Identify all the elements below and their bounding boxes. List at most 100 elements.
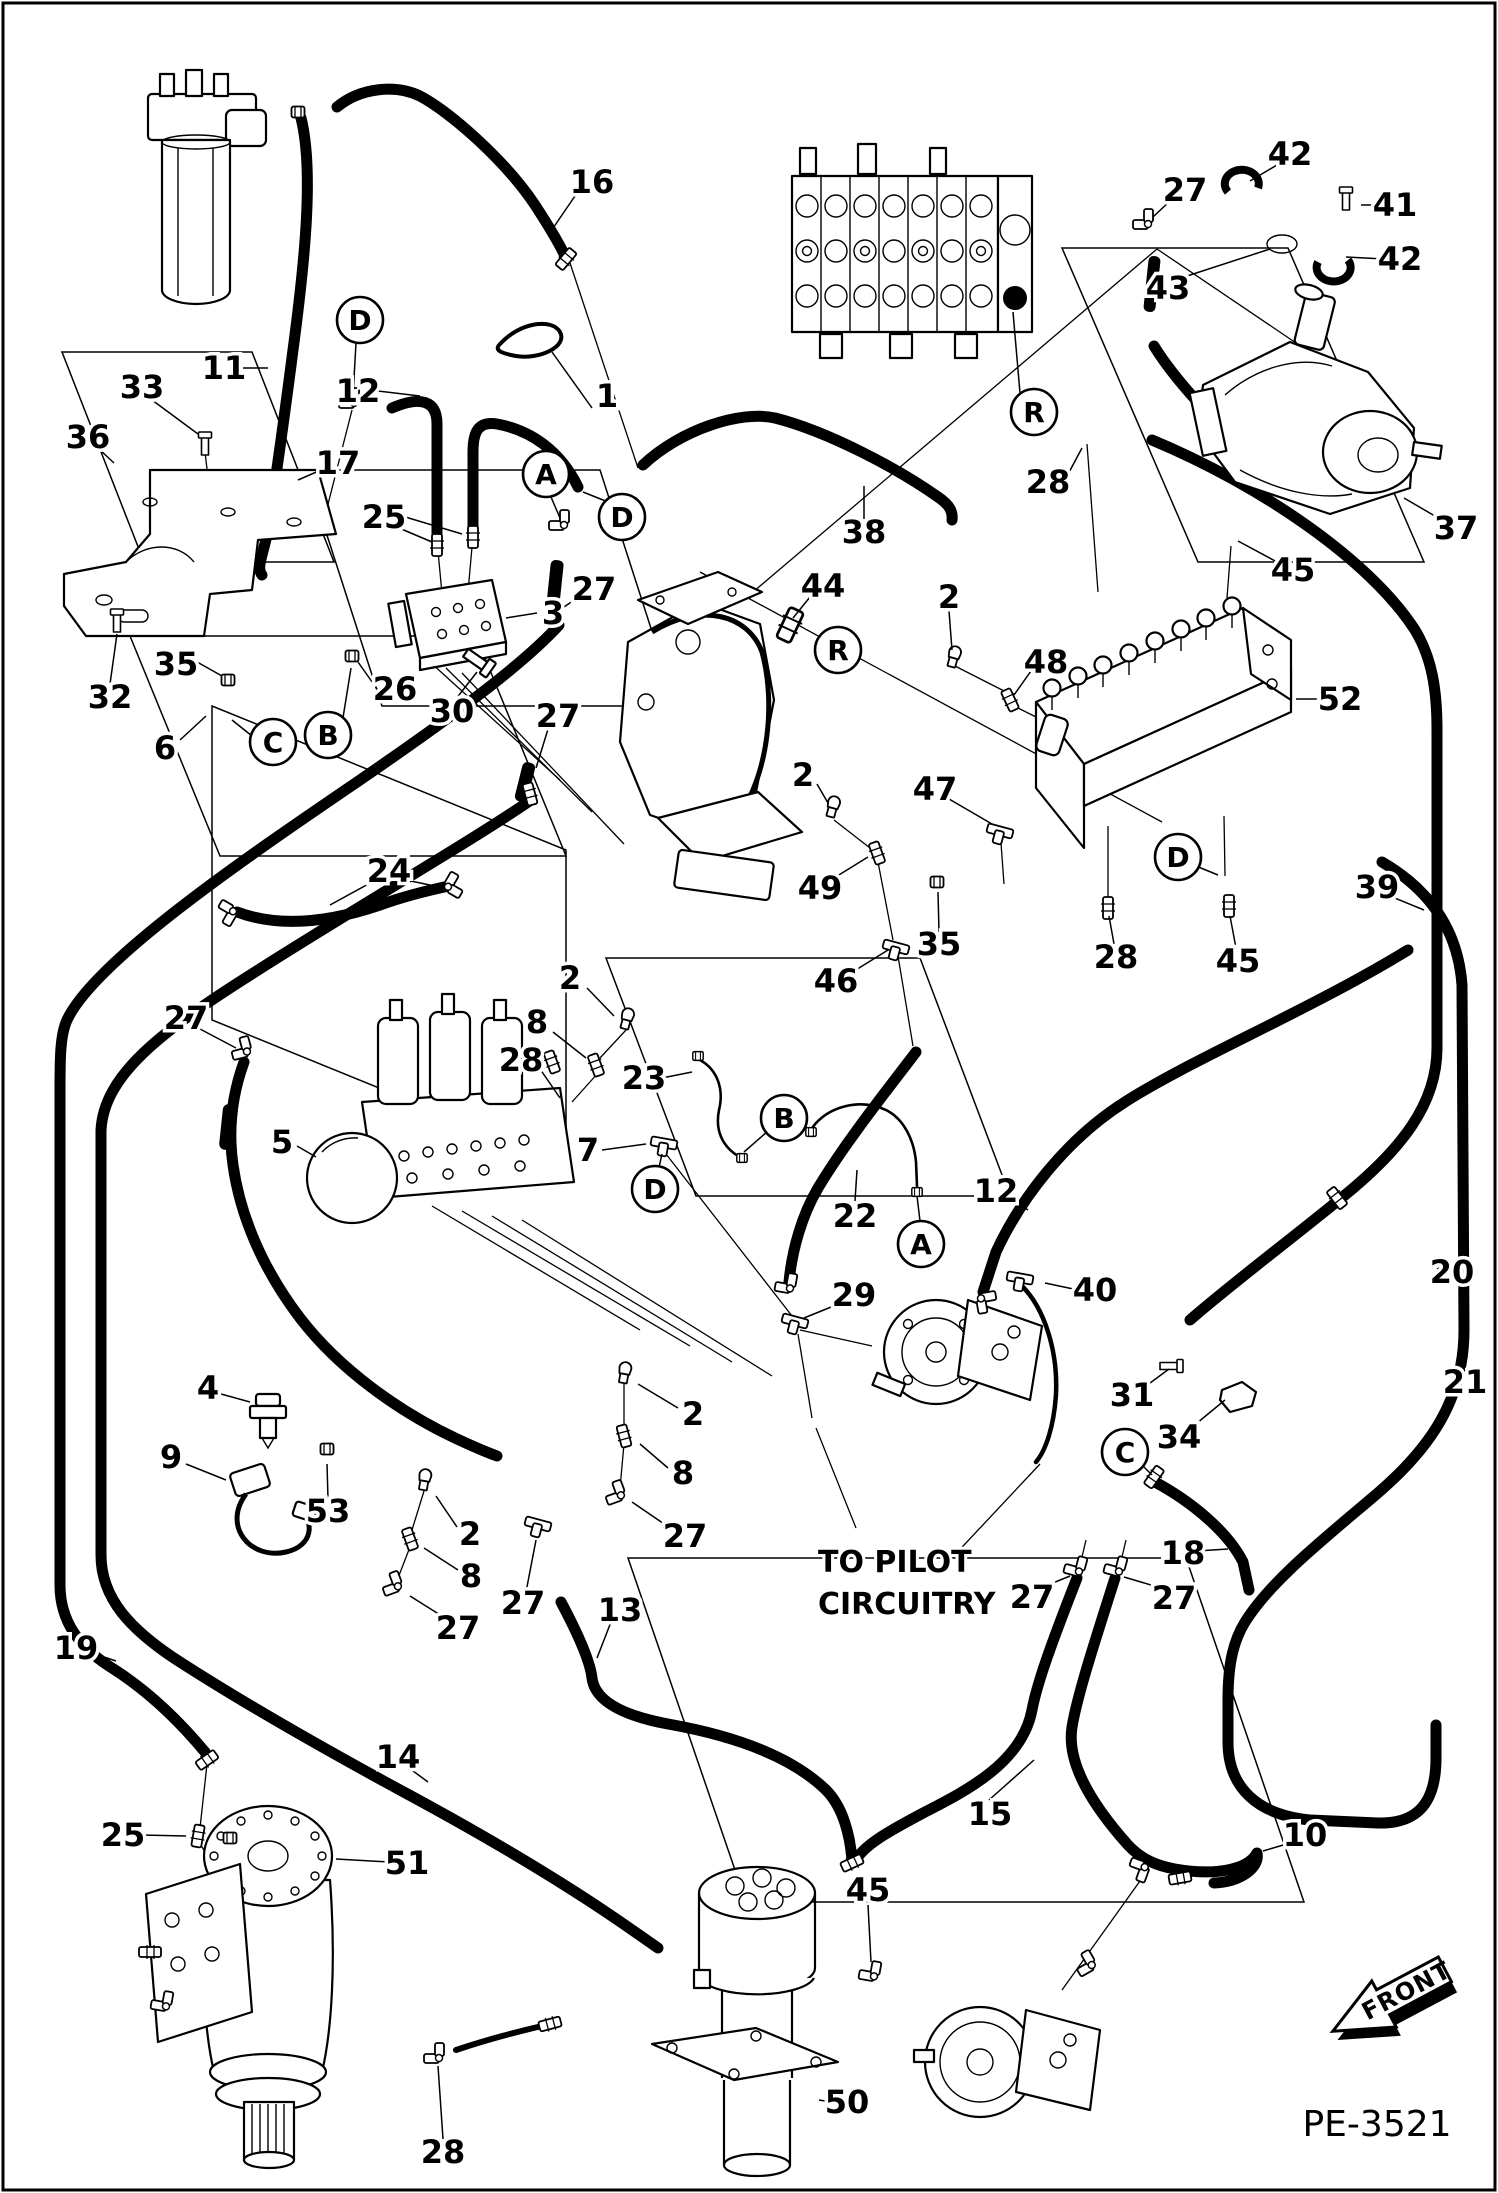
leader-line xyxy=(833,856,869,879)
pilot-line xyxy=(1226,545,1232,599)
leader-lines xyxy=(88,164,1460,2140)
leader-line xyxy=(1403,497,1441,520)
leader-line xyxy=(1145,1368,1170,1387)
leader-line xyxy=(1389,895,1425,911)
callout-42: 42 xyxy=(1378,240,1423,278)
leader-line xyxy=(335,1858,390,1863)
leader-line xyxy=(552,1031,587,1059)
callout-38: 38 xyxy=(842,513,887,551)
leader-line xyxy=(1042,1575,1071,1588)
pilot-pump xyxy=(618,570,804,902)
clamp-34 xyxy=(1218,1380,1258,1414)
fittings xyxy=(109,245,1351,2064)
leader-line xyxy=(1436,1260,1460,1270)
main-control-valve xyxy=(790,142,1034,360)
leader-line xyxy=(1152,199,1172,218)
leader-line xyxy=(437,2065,444,2140)
accumulator-sphere xyxy=(305,1131,399,1225)
pilot-line xyxy=(1061,1873,1146,1991)
letter-text: D xyxy=(643,1173,666,1206)
leader-line xyxy=(948,610,953,651)
bolt-41 xyxy=(1338,186,1354,211)
callout-22: 22 xyxy=(833,1197,878,1235)
callout-20: 20 xyxy=(1430,1253,1475,1291)
letter-callout-D: D xyxy=(630,1164,680,1214)
callout-11: 11 xyxy=(202,349,247,387)
front-arrow: FRONT xyxy=(1329,1954,1458,2041)
leader-line xyxy=(792,596,811,619)
pilot-line xyxy=(323,409,353,521)
pilot-line xyxy=(665,1153,793,1317)
letter-circle xyxy=(597,492,647,542)
leader-line xyxy=(1108,915,1115,945)
callout-2: 2 xyxy=(792,756,814,794)
callout-8: 8 xyxy=(672,1454,694,1492)
bolt-33 xyxy=(197,431,213,456)
callout-28: 28 xyxy=(421,2133,466,2171)
callout-52: 52 xyxy=(1318,680,1363,718)
o-ring-43 xyxy=(1266,234,1298,254)
bolt-31 xyxy=(1159,1358,1184,1374)
leader-line xyxy=(451,671,478,705)
hose-46-down xyxy=(783,1046,922,1288)
callout-1: 1 xyxy=(596,377,618,415)
solenoid-valve-block-5 xyxy=(305,992,576,1225)
letter-callout-D: D xyxy=(597,492,647,542)
leader-line xyxy=(220,1393,251,1403)
hose-13 xyxy=(555,1596,858,1866)
pilot-line xyxy=(950,663,1011,695)
leader-line xyxy=(1013,670,1032,696)
leader-line xyxy=(816,783,829,804)
leader-line xyxy=(398,527,433,543)
callout-3: 3 xyxy=(542,594,564,632)
tube-40 xyxy=(1019,1283,1059,1465)
pilot-manifold-3 xyxy=(387,578,508,679)
callout-27: 27 xyxy=(1163,171,1208,209)
callout-53: 53 xyxy=(306,1492,351,1530)
callout-25: 25 xyxy=(101,1816,146,1854)
tube-23 xyxy=(698,1058,740,1158)
hose-18 xyxy=(1149,1476,1255,1596)
letter-text: D xyxy=(610,501,633,534)
hoses xyxy=(54,83,1470,2053)
callout-8: 8 xyxy=(526,1003,548,1041)
callout-27: 27 xyxy=(164,999,209,1037)
leader-line xyxy=(596,1621,612,1659)
pilot-line xyxy=(752,248,1158,593)
callout-48: 48 xyxy=(1024,643,1069,681)
oil-filter xyxy=(146,68,306,306)
callout-12: 12 xyxy=(974,1172,1019,1210)
callout-25: 25 xyxy=(362,498,407,536)
callout-29: 29 xyxy=(832,1276,877,1314)
letter-callout-R: R xyxy=(813,625,863,675)
leader-line xyxy=(631,1501,671,1529)
leader-line xyxy=(179,715,207,741)
callout-26: 26 xyxy=(373,670,418,708)
leader-line xyxy=(1190,1399,1226,1429)
callout-27: 27 xyxy=(572,570,617,608)
pilot-line xyxy=(599,1029,627,1059)
leader-line xyxy=(401,515,463,535)
leader-line xyxy=(1345,256,1385,260)
hose-20-21 xyxy=(1222,856,1470,1829)
pilot-note-line1: TO PILOT xyxy=(818,1545,972,1580)
letter-callout-B: B xyxy=(759,1093,809,1143)
leader-line xyxy=(535,725,550,769)
leader-line xyxy=(1183,248,1271,278)
callout-33: 33 xyxy=(120,368,165,406)
callout-10: 10 xyxy=(1283,1816,1328,1854)
leader-line xyxy=(867,1904,872,1963)
letter-text: A xyxy=(910,1228,932,1261)
pilot-line xyxy=(199,1763,208,1829)
leader-line xyxy=(850,949,889,974)
callout-27: 27 xyxy=(536,697,581,735)
pilot-note-line2: CIRCUITRY xyxy=(818,1587,997,1622)
control-valve-52 xyxy=(1034,596,1293,850)
leader-line xyxy=(329,881,373,906)
leader-line xyxy=(916,1195,921,1222)
letter-text: B xyxy=(773,1102,794,1135)
temperature-sender-9 xyxy=(229,1462,318,1556)
letter-circle xyxy=(759,1093,809,1143)
callout-35: 35 xyxy=(917,925,962,963)
